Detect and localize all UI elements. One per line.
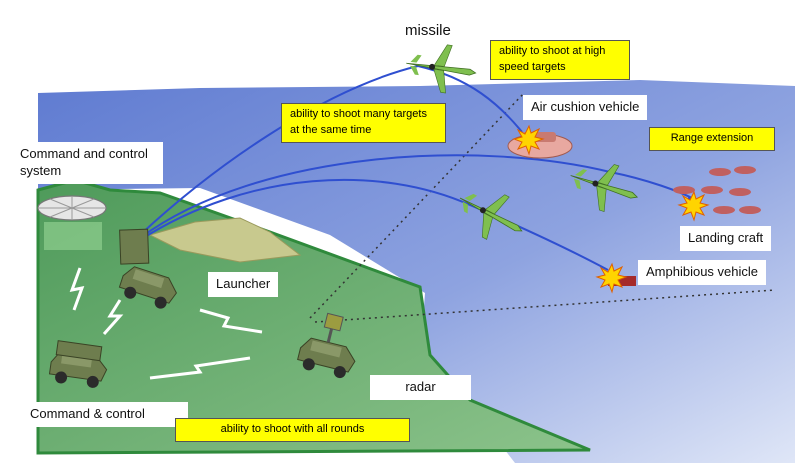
trajectory-landing-craft: [139, 154, 693, 239]
launcher-label: Launcher: [208, 272, 279, 297]
amphibious-vehicle-label: Amphibious vehicle: [638, 260, 767, 285]
explosion-icon: [512, 124, 545, 156]
explosion-icon: [677, 190, 710, 222]
landing-craft-label: Landing craft: [680, 226, 772, 251]
landing-craft-boats: [673, 166, 761, 214]
radar-track-line-1: [309, 91, 526, 319]
callout-all-rounds: ability to shoot with all rounds: [175, 418, 410, 442]
hill-terrain: [148, 217, 302, 263]
command-control-label: Command & control: [22, 402, 188, 427]
air-cushion-vehicle-label: Air cushion vehicle: [523, 95, 648, 120]
lightning-icon: [102, 299, 124, 335]
radar-track-line-2: [314, 289, 776, 323]
launcher-truck-icon: [116, 228, 181, 313]
callout-range-extension: Range extension: [649, 127, 775, 151]
lightning-icon: [69, 267, 85, 311]
command-dish-icon: [37, 195, 107, 250]
command-control-system-label: Command and control system: [12, 142, 163, 184]
callout-high-speed: ability to shoot at high speed targets: [490, 40, 630, 80]
radar-truck-icon: [295, 312, 359, 382]
lightning-icon: [149, 356, 251, 380]
missile-label: missile: [405, 22, 451, 39]
amphibious-vehicle-icon: [608, 276, 636, 286]
radar-label: radar: [370, 375, 471, 400]
callout-many-targets: ability to shoot many targets at the sam…: [281, 103, 446, 143]
trajectory-missile-top: [139, 65, 419, 236]
command-truck-icon: [47, 340, 109, 391]
explosion-icon: [595, 262, 628, 294]
trajectory-amphibious: [139, 178, 609, 271]
lightning-icon: [199, 308, 263, 334]
